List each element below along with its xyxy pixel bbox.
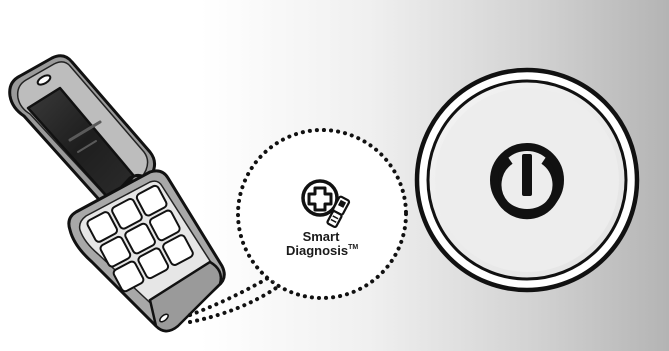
smart-label-line2: DiagnosisTM [286, 244, 356, 258]
smart-diagnosis-label: Smart DiagnosisTM [286, 230, 356, 258]
diagnosis-text: Diagnosis [286, 243, 348, 258]
power-button [417, 70, 637, 290]
trademark-mark: TM [348, 244, 358, 251]
flip-phone-icon [10, 56, 225, 331]
smart-label-line1: Smart [286, 230, 356, 244]
